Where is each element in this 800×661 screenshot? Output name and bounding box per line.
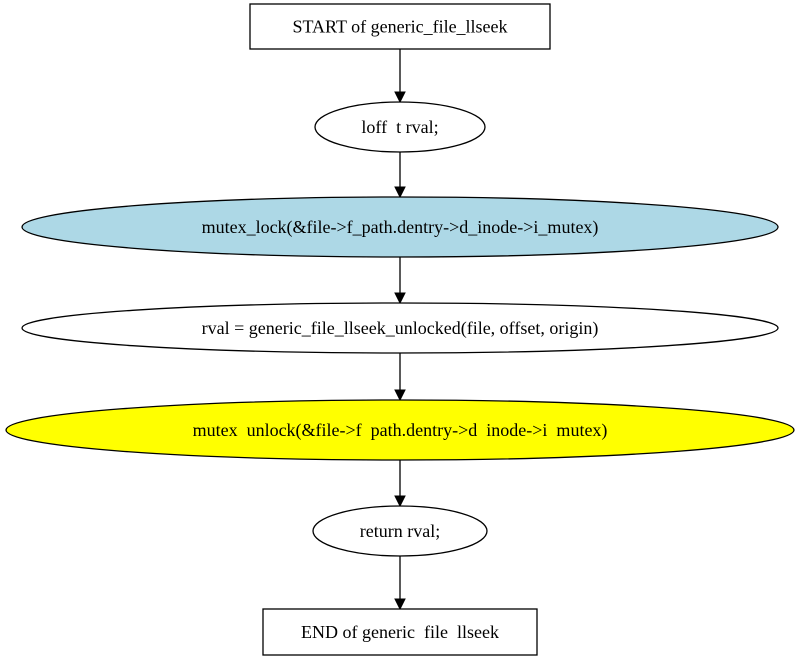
node-ellipse	[21, 302, 779, 354]
node-ellipse	[5, 399, 795, 461]
edge-start-to-decl	[394, 49, 406, 104]
edges-layer	[394, 49, 406, 611]
node-call: rval = generic_file_llseek_unlocked(file…	[21, 302, 779, 354]
edge-unlock-to-ret	[394, 460, 406, 508]
arrowhead	[394, 389, 406, 402]
node-label: rval = generic_file_llseek_unlocked(file…	[202, 318, 599, 339]
node-unlock: mutex unlock(&file->f path.dentry->d ino…	[5, 399, 795, 461]
edge-ret-to-end	[394, 556, 406, 611]
node-label: END of generic file llseek	[301, 622, 499, 642]
edge-decl-to-lock	[394, 152, 406, 199]
node-label: mutex_lock(&file->f_path.dentry->d_inode…	[202, 217, 599, 238]
node-label: START of generic_file_llseek	[292, 17, 507, 37]
node-ellipse	[21, 196, 779, 258]
node-lock: mutex_lock(&file->f_path.dentry->d_inode…	[21, 196, 779, 258]
node-label: mutex unlock(&file->f path.dentry->d ino…	[193, 420, 608, 441]
node-label: loff t rval;	[361, 117, 438, 137]
arrowhead	[394, 186, 406, 199]
node-label: return rval;	[360, 521, 440, 541]
node-ret: return rval;	[312, 505, 488, 557]
edge-lock-to-call	[394, 257, 406, 305]
node-ellipse	[314, 101, 486, 153]
node-decl: loff t rval;	[314, 101, 486, 153]
arrowhead	[394, 495, 406, 508]
arrowhead	[394, 598, 406, 611]
edge-call-to-unlock	[394, 353, 406, 402]
arrowhead	[394, 292, 406, 305]
node-end: END of generic file llseek	[262, 608, 538, 656]
arrowhead	[394, 91, 406, 104]
node-box	[262, 608, 538, 656]
node-box	[249, 3, 551, 50]
node-ellipse	[312, 505, 488, 557]
node-start: START of generic_file_llseek	[249, 3, 551, 50]
